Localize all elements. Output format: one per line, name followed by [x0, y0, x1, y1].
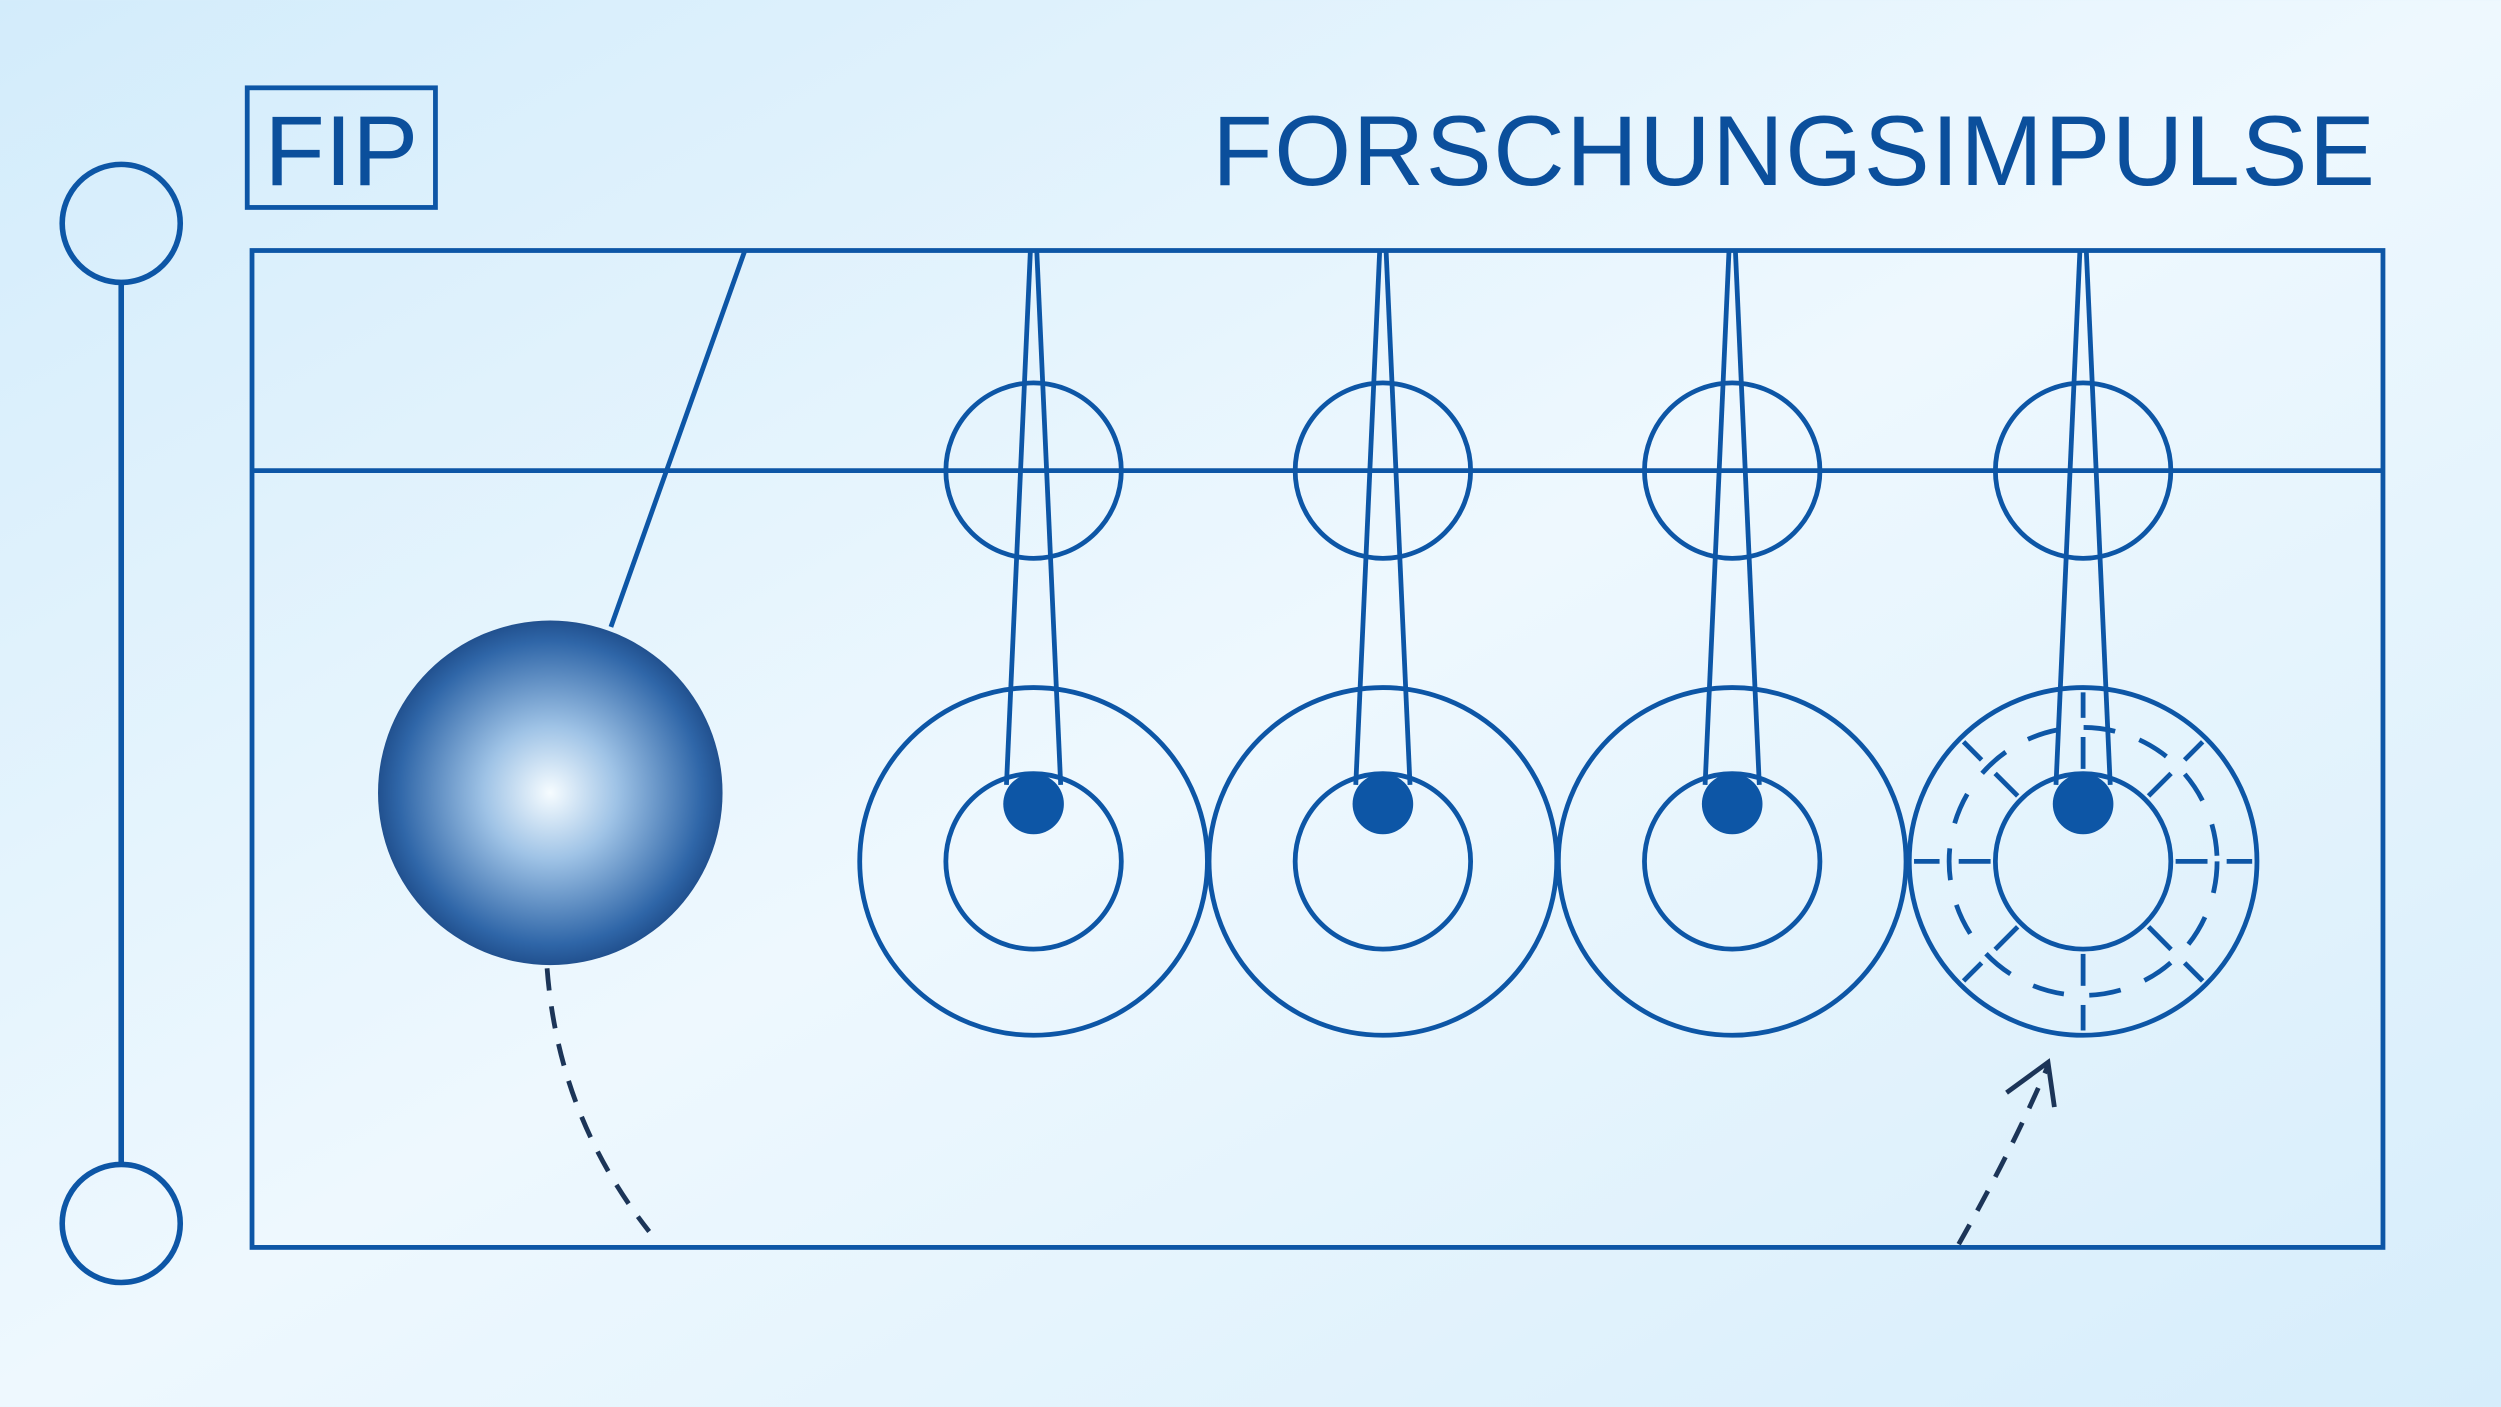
outer-ring	[1906, 685, 2260, 1038]
pivot-circle	[1992, 380, 2174, 561]
outer-ring	[1555, 685, 1909, 1038]
pendulums	[857, 250, 2260, 1038]
pendulum-1	[857, 250, 1210, 1038]
string-right	[1732, 250, 1762, 785]
tick-mark	[1993, 771, 2020, 798]
pivot-circle	[943, 380, 1124, 561]
swinging-ball	[378, 620, 723, 966]
impulse-arrow	[1956, 1058, 2057, 1246]
bob-dot	[1352, 773, 1414, 835]
rail-top-circle	[59, 161, 184, 286]
string-right	[1383, 250, 1413, 785]
tick-mark	[1961, 740, 1984, 762]
string-left	[1702, 250, 1732, 785]
pivot-circle	[1642, 380, 1823, 561]
bob-dot	[1701, 773, 1763, 835]
ball-string	[608, 249, 748, 628]
side-rail	[59, 161, 184, 1286]
bob-dot	[2052, 773, 2114, 835]
arrow-head-icon	[2005, 1058, 2057, 1108]
tick-mark	[2182, 740, 2205, 762]
pendulum-4	[1906, 250, 2260, 1038]
tick-mark	[2146, 925, 2173, 952]
swing-path-dashed	[544, 968, 652, 1233]
pendulum-2	[1206, 250, 1560, 1038]
rail-bottom-circle	[59, 1161, 184, 1286]
pivot-circle	[1292, 380, 1474, 561]
string-right	[1034, 250, 1064, 785]
fip-logo-text: FIP	[264, 95, 418, 206]
pendulum-3	[1555, 250, 1909, 1038]
fip-logo: FIP	[244, 85, 438, 210]
frame	[249, 248, 2386, 1250]
string-left	[1353, 250, 1383, 785]
string-left	[1004, 250, 1033, 785]
string-left	[2053, 250, 2083, 785]
tick-mark	[2146, 771, 2173, 798]
dashed-ring	[1946, 725, 2220, 998]
page-title: FORSCHUNGSIMPULSE	[1212, 95, 2376, 206]
string-right	[2083, 250, 2113, 785]
tick-mark	[1993, 925, 2020, 952]
tick-mark	[1961, 961, 1984, 983]
bob-dot	[1003, 773, 1064, 835]
tick-mark	[2182, 961, 2205, 983]
